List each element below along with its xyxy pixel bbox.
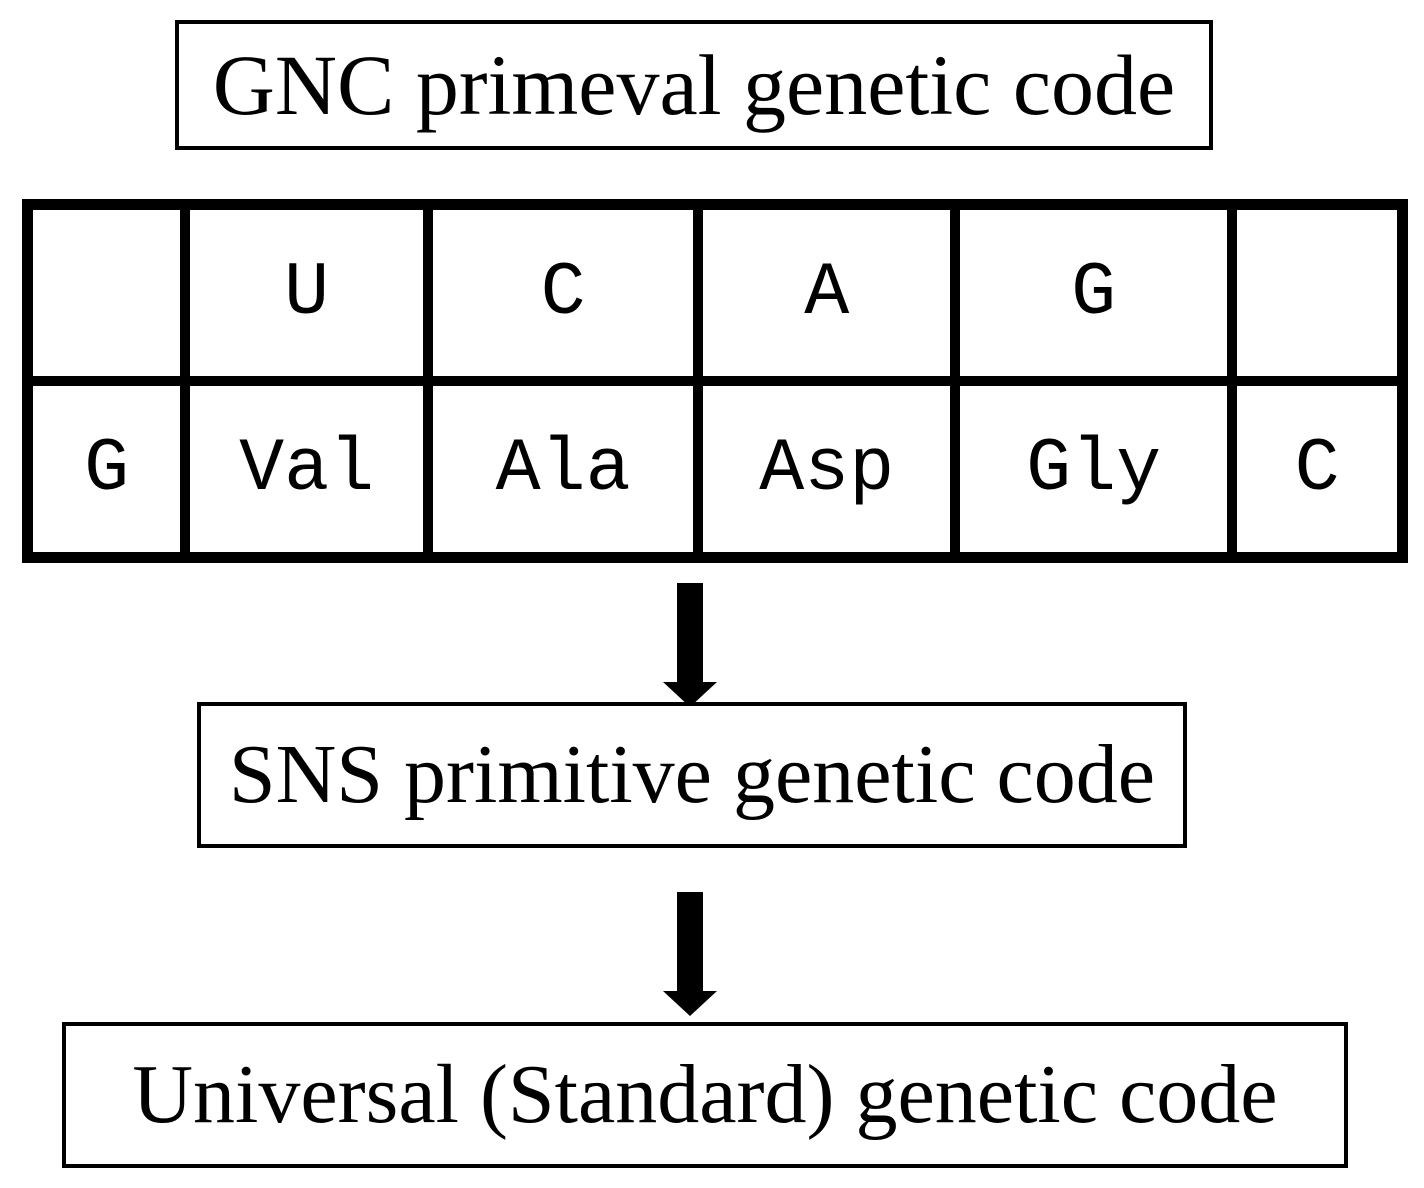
header-cell-a: A [703, 210, 951, 376]
sns-code-box: SNS primitive genetic code [197, 702, 1187, 848]
sns-code-label: SNS primitive genetic code [228, 728, 1156, 821]
universal-code-box: Universal (Standard) genetic code [62, 1022, 1348, 1168]
body-cell-val: Val [190, 386, 423, 552]
down-arrow-icon-1 [663, 583, 717, 707]
arrow-head [663, 991, 717, 1016]
codon-table: U C A G G Val Ala Asp Gly C [22, 199, 1408, 563]
body-cell-gly: Gly [960, 386, 1228, 552]
gnc-code-label: GNC primeval genetic code [212, 37, 1176, 133]
header-cell-blank-right [1237, 210, 1397, 376]
header-cell-g: G [960, 210, 1228, 376]
body-cell-asp: Asp [703, 386, 951, 552]
header-cell-blank-left [33, 210, 181, 376]
header-cell-c: C [432, 210, 694, 376]
body-cell-c: C [1237, 386, 1397, 552]
arrow-shaft [677, 892, 703, 991]
body-cell-ala: Ala [432, 386, 694, 552]
body-cell-g: G [33, 386, 181, 552]
universal-code-label: Universal (Standard) genetic code [132, 1048, 1278, 1141]
down-arrow-icon-2 [663, 892, 717, 1016]
header-cell-u: U [190, 210, 423, 376]
gnc-code-box: GNC primeval genetic code [175, 20, 1213, 150]
arrow-shaft [677, 583, 703, 682]
